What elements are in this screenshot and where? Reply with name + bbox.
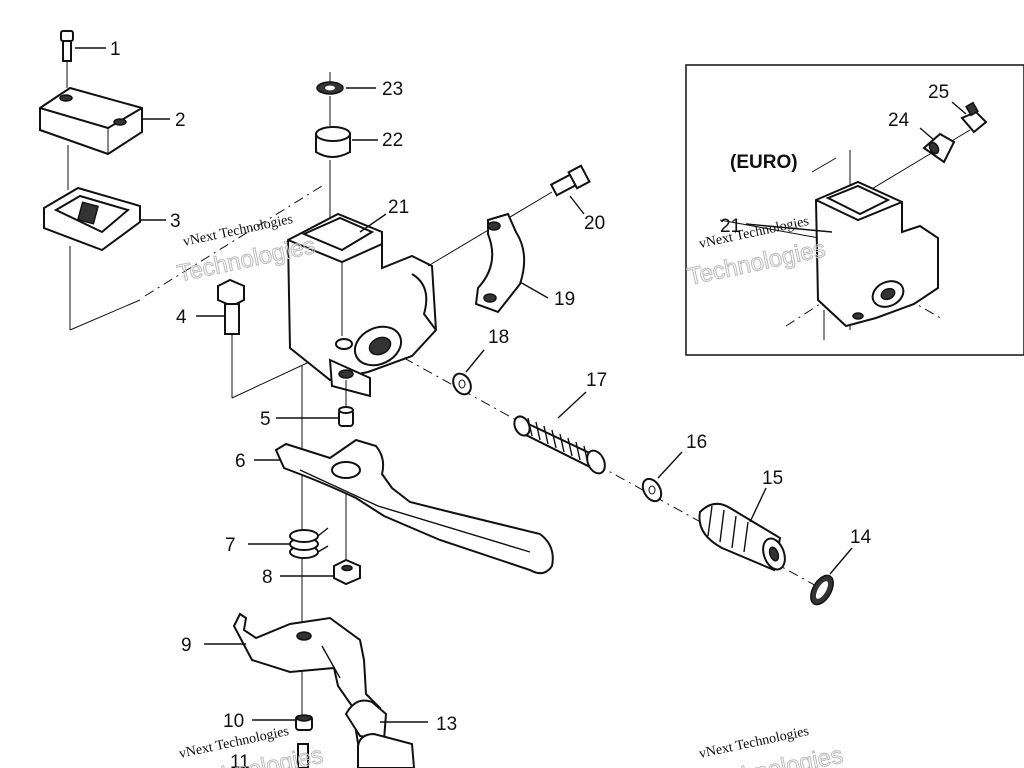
inset-callout-24: 24 bbox=[888, 110, 910, 131]
part-17-spring bbox=[513, 391, 606, 475]
part-14-o-ring bbox=[810, 547, 853, 606]
callout-1: 1 bbox=[110, 39, 121, 60]
callout-4: 4 bbox=[176, 307, 187, 328]
watermark-4: vNext Technologies Technologies bbox=[698, 724, 846, 768]
callout-17: 17 bbox=[586, 370, 607, 391]
part-15-piston bbox=[698, 487, 786, 572]
callout-7: 7 bbox=[225, 535, 236, 556]
part-1-screw bbox=[60, 30, 106, 62]
part-4-pivot-bolt bbox=[196, 278, 245, 335]
part-7-torsion-spring bbox=[248, 527, 329, 559]
part-13-switch bbox=[344, 699, 428, 768]
callout-3: 3 bbox=[170, 211, 181, 232]
part-22-cup bbox=[315, 96, 378, 218]
part-23-seal bbox=[316, 72, 376, 95]
part-21-master-cylinder bbox=[286, 212, 438, 398]
callout-18: 18 bbox=[488, 327, 509, 348]
callout-23: 23 bbox=[382, 79, 403, 100]
inset-callout-21: 21 bbox=[720, 216, 741, 237]
part-16-washer bbox=[641, 451, 683, 503]
callout-labels: 1 2 3 4 5 6 7 8 9 10 11 12 13 14 15 16 1… bbox=[110, 39, 949, 768]
callout-20: 20 bbox=[584, 213, 605, 234]
callout-14: 14 bbox=[850, 527, 872, 548]
euro-inset bbox=[685, 64, 1024, 356]
callout-10: 10 bbox=[223, 711, 244, 732]
inset-euro-label: (EURO) bbox=[730, 152, 798, 173]
callout-21: 21 bbox=[388, 197, 409, 218]
part-9-bracket bbox=[204, 612, 381, 768]
callout-5: 5 bbox=[260, 409, 271, 430]
callout-16: 16 bbox=[686, 432, 707, 453]
callout-15: 15 bbox=[762, 468, 783, 489]
part-8-nut bbox=[280, 558, 361, 586]
callout-11: 11 bbox=[230, 752, 250, 768]
part-18-washer bbox=[452, 349, 485, 396]
part-3-diaphragm bbox=[43, 186, 166, 252]
part-5-bushing bbox=[276, 380, 354, 427]
part-6-lever bbox=[254, 438, 554, 575]
part-19-clamp bbox=[474, 212, 549, 314]
part-2-cover bbox=[39, 86, 170, 156]
callout-9: 9 bbox=[181, 635, 192, 656]
callout-19: 19 bbox=[554, 289, 575, 310]
part-10-bushing bbox=[252, 714, 313, 731]
construction-lines-left bbox=[66, 62, 323, 399]
callout-2: 2 bbox=[175, 110, 186, 131]
callout-22: 22 bbox=[382, 130, 403, 151]
callout-6: 6 bbox=[235, 451, 246, 472]
part-11-screw bbox=[297, 743, 309, 768]
callout-13: 13 bbox=[436, 714, 457, 735]
callout-8: 8 bbox=[262, 567, 273, 588]
inset-callout-25: 25 bbox=[928, 82, 949, 103]
